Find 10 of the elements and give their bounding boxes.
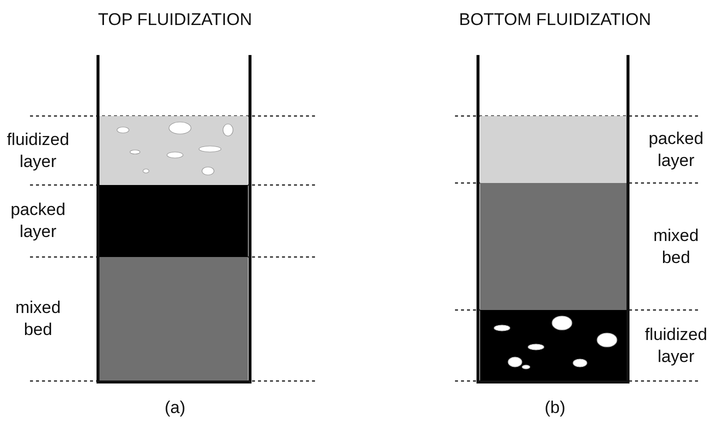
- column-title: TOP FLUIDIZATION: [98, 10, 252, 30]
- layer-label: mixed bed: [652, 224, 700, 268]
- layer-label: fluidized layer: [6, 128, 70, 172]
- layer-label: fluidized layer: [644, 324, 708, 368]
- column-title: BOTTOM FLUIDIZATION: [458, 10, 652, 30]
- layer-label: packed layer: [648, 128, 704, 172]
- panel-caption: (b): [544, 398, 566, 418]
- layer-label: packed layer: [10, 199, 66, 243]
- layer-label: mixed bed: [14, 297, 62, 341]
- panel-caption: (a): [164, 398, 186, 418]
